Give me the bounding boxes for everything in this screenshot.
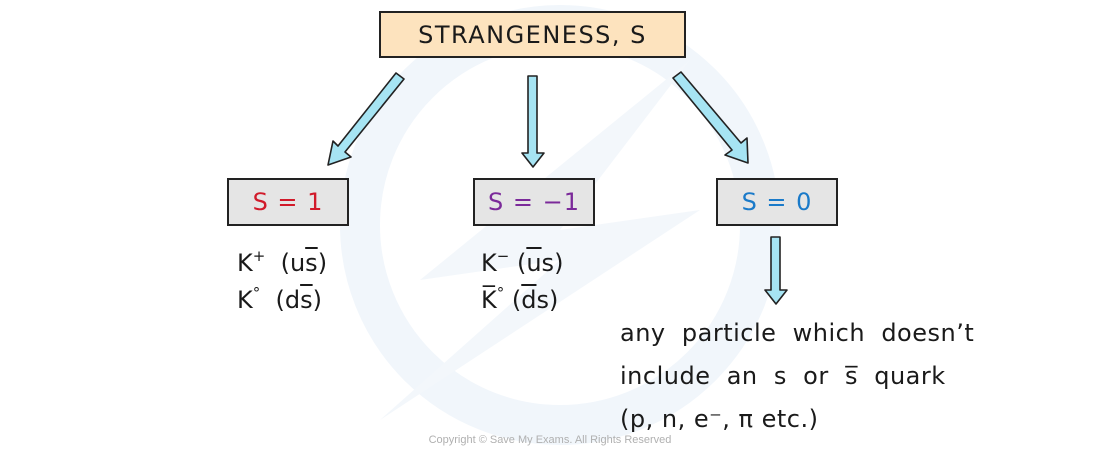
s-minus-one-label: S = −1: [488, 188, 580, 216]
s-zero-description: any particle which doesn’t include an s …: [620, 312, 974, 441]
title-text: STRANGENESS, S: [418, 20, 647, 49]
s-plus-one-particles: K+ (us) K° (ds): [237, 245, 327, 319]
arrow-to-s-zero: [672, 71, 749, 164]
arrow-to-description: [764, 236, 788, 305]
description-line: include an s or s̅ quark: [620, 362, 946, 390]
s-zero-label: S = 0: [741, 188, 813, 216]
particle-k-minus: K− (us): [481, 247, 564, 278]
s-minus-one-box: S = −1: [473, 178, 595, 226]
s-minus-one-particles: K− (us) K̅° (ds): [481, 245, 563, 319]
strangeness-title-box: STRANGENESS, S: [379, 11, 686, 58]
particle-k-plus: K+ (us): [237, 247, 328, 278]
particle-k-zero: K° (ds): [237, 284, 322, 315]
s-plus-one-box: S = 1: [227, 178, 349, 226]
s-zero-box: S = 0: [716, 178, 838, 226]
s-plus-one-label: S = 1: [252, 188, 324, 216]
copyright-notice: Copyright © Save My Exams. All Rights Re…: [428, 434, 672, 446]
arrow-to-s-plus-one: [327, 72, 405, 166]
particle-anti-k-zero: K̅° (ds): [481, 284, 559, 315]
arrow-to-s-minus-one: [521, 75, 545, 168]
description-line: any particle which doesn’t: [620, 319, 975, 347]
description-line: (p, n, e⁻, π etc.): [620, 405, 819, 433]
